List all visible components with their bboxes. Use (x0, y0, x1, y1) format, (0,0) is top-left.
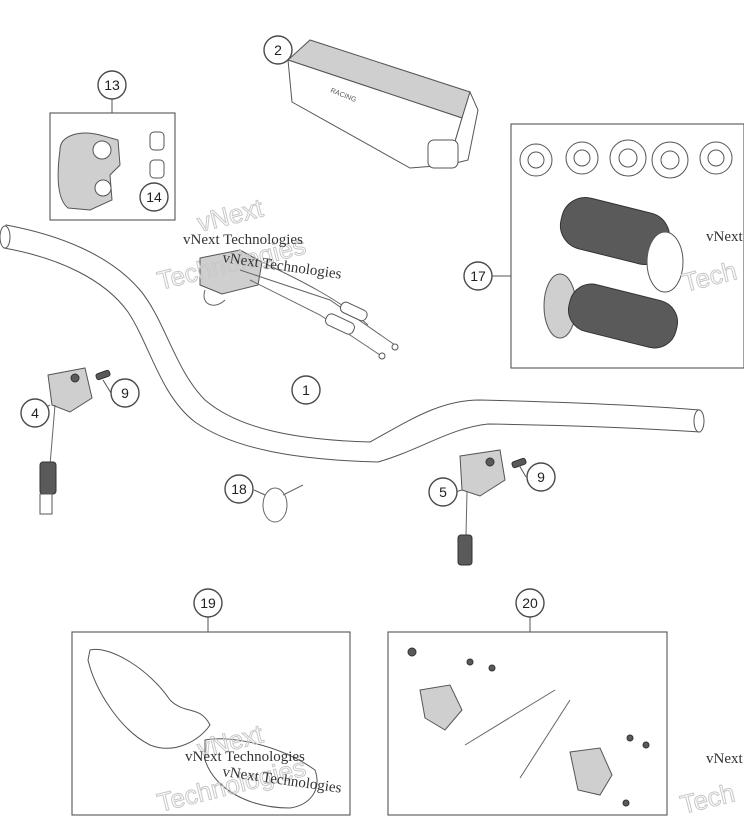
watermark-small-3: vNext Technologies (185, 749, 305, 765)
callout-20: 20 (515, 588, 545, 618)
watermark-edge-large-1: Tech (679, 255, 740, 297)
watermark-edge-small-2: vNext (706, 751, 743, 767)
callout-17-label: 17 (470, 268, 486, 284)
callout-1: 1 (291, 375, 321, 405)
grip-frame (510, 123, 744, 369)
mounting-kit-frame (387, 631, 668, 816)
clamp-assembly-part (49, 112, 176, 221)
callout-5-label: 5 (439, 484, 447, 500)
callout-4: 4 (20, 398, 50, 428)
callout-20-label: 20 (522, 595, 538, 611)
callout-17: 17 (463, 261, 493, 291)
callout-18-label: 18 (231, 481, 247, 497)
left-switch-part (39, 367, 111, 515)
callout-1-label: 1 (302, 382, 310, 398)
callout-18: 18 (224, 474, 254, 504)
mounting-kit-part (387, 631, 668, 816)
callout-2: 2 (263, 35, 293, 65)
hand-guard-frame (71, 631, 351, 816)
grip-set-part (510, 123, 744, 369)
callout-14: 14 (139, 182, 169, 212)
handlebar-part (0, 224, 705, 463)
callout-19-label: 19 (200, 595, 216, 611)
watermark-large-1: vNext (194, 192, 266, 237)
watermark-edge-small-1: vNext (706, 229, 743, 245)
watermark-edge-large-2: Tech (677, 777, 738, 819)
right-switch-part (457, 449, 527, 566)
cable-tie-part (262, 484, 304, 523)
throttle-cables-part (199, 249, 399, 360)
callout-9-right: 9 (526, 462, 556, 492)
callout-14-label: 14 (146, 189, 162, 205)
callout-13-label: 13 (104, 77, 120, 93)
watermark-small-1: vNext Technologies (183, 232, 303, 248)
callout-9-left-label: 9 (121, 385, 129, 401)
callout-9-left: 9 (110, 378, 140, 408)
callout-13: 13 (97, 70, 127, 100)
callout-9-right-label: 9 (537, 469, 545, 485)
hand-guard-part (71, 631, 351, 816)
callout-5: 5 (428, 477, 458, 507)
callout-2-label: 2 (274, 42, 282, 58)
callout-19: 19 (193, 588, 223, 618)
callout-4-label: 4 (31, 405, 39, 421)
handlebar-pad-part: RACING (287, 39, 479, 169)
